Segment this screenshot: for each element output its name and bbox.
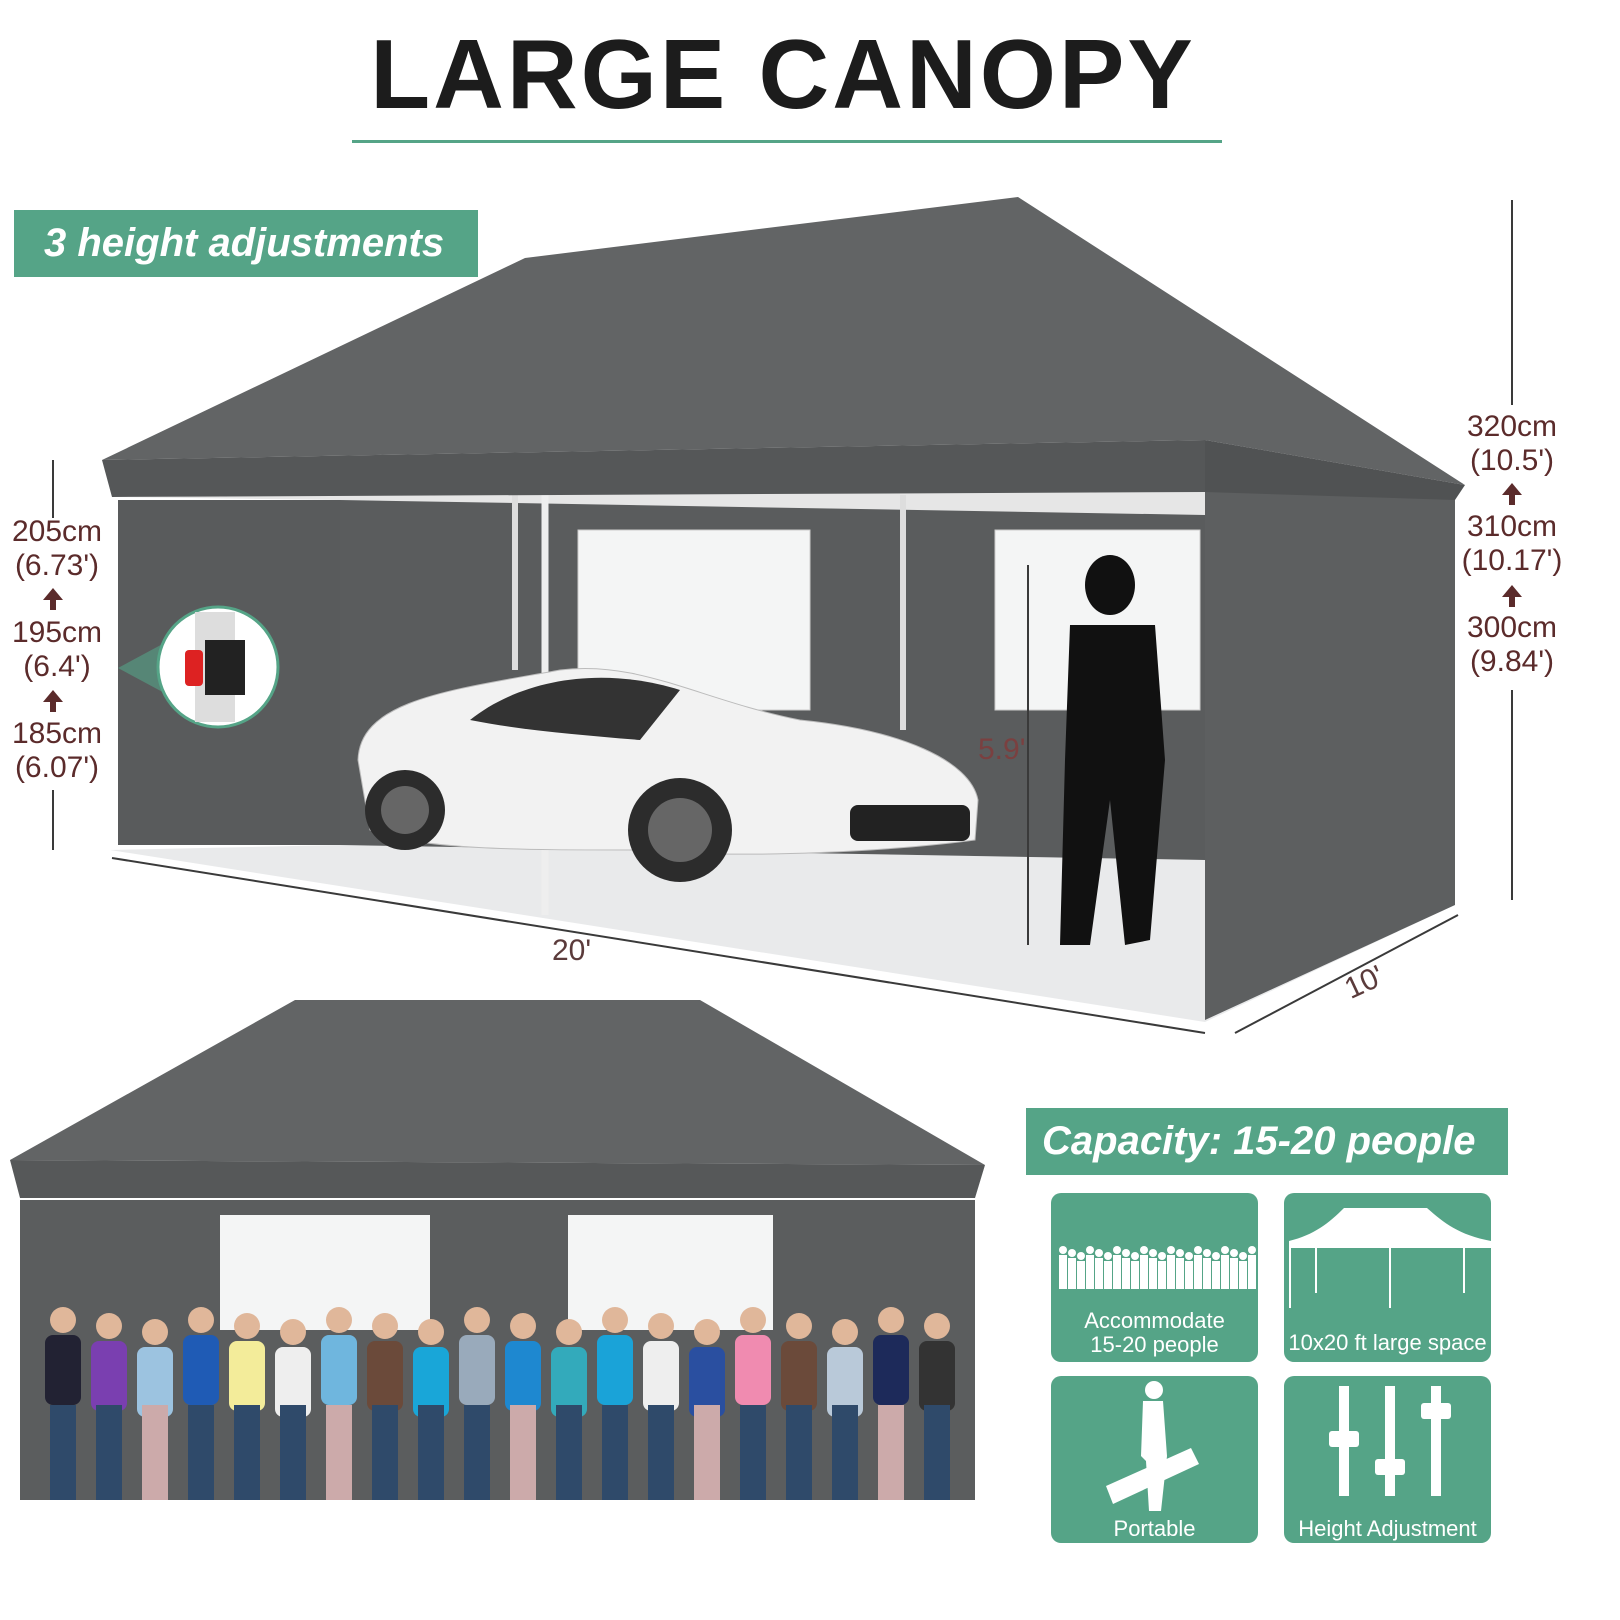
height-adjust-icon — [1329, 1386, 1451, 1496]
peak-height-label-mid: 310cm (10.17') — [1457, 510, 1567, 578]
carrying-person-icon — [1106, 1381, 1199, 1511]
person — [781, 1313, 817, 1500]
person-figure — [1122, 1258, 1130, 1289]
person — [919, 1313, 955, 1500]
tent-right-wall — [1205, 490, 1455, 1020]
feature-label: 15-20 people — [1090, 1332, 1219, 1357]
arrow-up-icon — [43, 588, 63, 610]
person — [827, 1319, 863, 1500]
canopy-icon — [1289, 1208, 1491, 1308]
person-figure — [1230, 1258, 1238, 1289]
height-label-low: 185cm (6.07') — [2, 717, 112, 785]
length-label: 20' — [552, 934, 592, 967]
person-figure — [1104, 1261, 1112, 1289]
person-height-label: 5.9' — [978, 733, 1026, 766]
person-figure — [1068, 1258, 1076, 1289]
height-cm: 185cm — [11, 717, 103, 750]
person-figure — [1212, 1261, 1220, 1289]
bottom-tent-roof — [10, 1000, 985, 1165]
capacity-banner: Capacity: 15-20 people — [1026, 1108, 1508, 1175]
person — [505, 1313, 541, 1500]
page-title: LARGE CANOPY — [370, 19, 1196, 129]
height-lock-inset — [118, 605, 280, 729]
arrow-up-icon — [43, 690, 63, 712]
person — [597, 1307, 633, 1500]
person — [873, 1307, 909, 1500]
tent-roof — [102, 197, 1465, 485]
person — [45, 1307, 81, 1500]
tent-valance-side — [1205, 440, 1465, 500]
height-cm: 310cm — [1466, 510, 1558, 543]
feature-label: Height Adjustment — [1298, 1516, 1477, 1541]
person-figure — [1059, 1255, 1067, 1289]
person — [183, 1307, 219, 1500]
person — [91, 1313, 127, 1500]
person — [551, 1319, 587, 1500]
peak-height-label-high: 320cm (10.5') — [1457, 410, 1567, 478]
tent-frame — [118, 490, 1205, 515]
person — [459, 1307, 495, 1500]
feature-tile-height: Height Adjustment — [1284, 1376, 1491, 1543]
height-label-mid: 195cm (6.4') — [2, 616, 112, 684]
height-ft: (10.17') — [1461, 544, 1563, 577]
person — [735, 1307, 771, 1500]
person-figure — [1095, 1258, 1103, 1289]
height-ft: (10.5') — [1469, 444, 1555, 477]
title-divider — [352, 140, 1222, 143]
person-figure — [1086, 1255, 1094, 1289]
person-figure — [1194, 1255, 1202, 1289]
feature-tile-portable: Portable — [1051, 1376, 1258, 1543]
person-figure — [1167, 1255, 1175, 1289]
person — [137, 1319, 173, 1500]
window — [220, 1215, 430, 1330]
person-figure — [1203, 1258, 1211, 1289]
person-figure — [1158, 1261, 1166, 1289]
height-ft: (6.4') — [23, 650, 91, 683]
height-ft: (6.07') — [14, 751, 100, 784]
person — [275, 1319, 311, 1500]
tent-valance — [102, 440, 1205, 497]
arrow-up-icon — [1502, 585, 1522, 607]
person-figure — [1077, 1261, 1085, 1289]
person-figure — [1176, 1258, 1184, 1289]
height-cm: 320cm — [1466, 410, 1558, 443]
tent-floor — [110, 845, 1455, 1022]
feature-tile-capacity: Accommodate 15-20 people — [1051, 1193, 1258, 1362]
person — [321, 1307, 357, 1500]
feature-label: Accommodate — [1084, 1308, 1225, 1333]
person — [367, 1313, 403, 1500]
bottom-tent-valance — [10, 1160, 985, 1198]
height-label-high: 205cm (6.73') — [2, 515, 112, 583]
feature-label: 10x20 ft large space — [1288, 1330, 1487, 1355]
height-cm: 205cm — [11, 515, 103, 548]
person — [229, 1313, 265, 1500]
person-figure — [1140, 1255, 1148, 1289]
feature-label: Portable — [1113, 1516, 1196, 1541]
person-figure — [1185, 1261, 1193, 1289]
person-figure — [1113, 1255, 1121, 1289]
crowd-of-people — [45, 1307, 955, 1500]
height-cm: 195cm — [11, 616, 103, 649]
person — [689, 1319, 725, 1500]
person-figure — [1221, 1255, 1229, 1289]
person — [413, 1319, 449, 1500]
person-figure — [1149, 1258, 1157, 1289]
peak-height-label-low: 300cm (9.84') — [1457, 611, 1567, 679]
height-ft: (6.73') — [14, 549, 100, 582]
height-ft: (9.84') — [1469, 645, 1555, 678]
window — [568, 1215, 773, 1330]
person-silhouette — [1060, 555, 1165, 945]
person-figure — [1131, 1261, 1139, 1289]
person — [643, 1313, 679, 1500]
crowd-icon — [1059, 1246, 1256, 1289]
height-adjustments-banner: 3 height adjustments — [14, 210, 478, 277]
feature-tile-space: 10x20 ft large space — [1284, 1193, 1491, 1362]
person-figure — [1239, 1261, 1247, 1289]
car — [357, 667, 979, 882]
person-figure — [1248, 1255, 1256, 1289]
arrow-up-icon — [1502, 483, 1522, 505]
height-cm: 300cm — [1466, 611, 1558, 644]
